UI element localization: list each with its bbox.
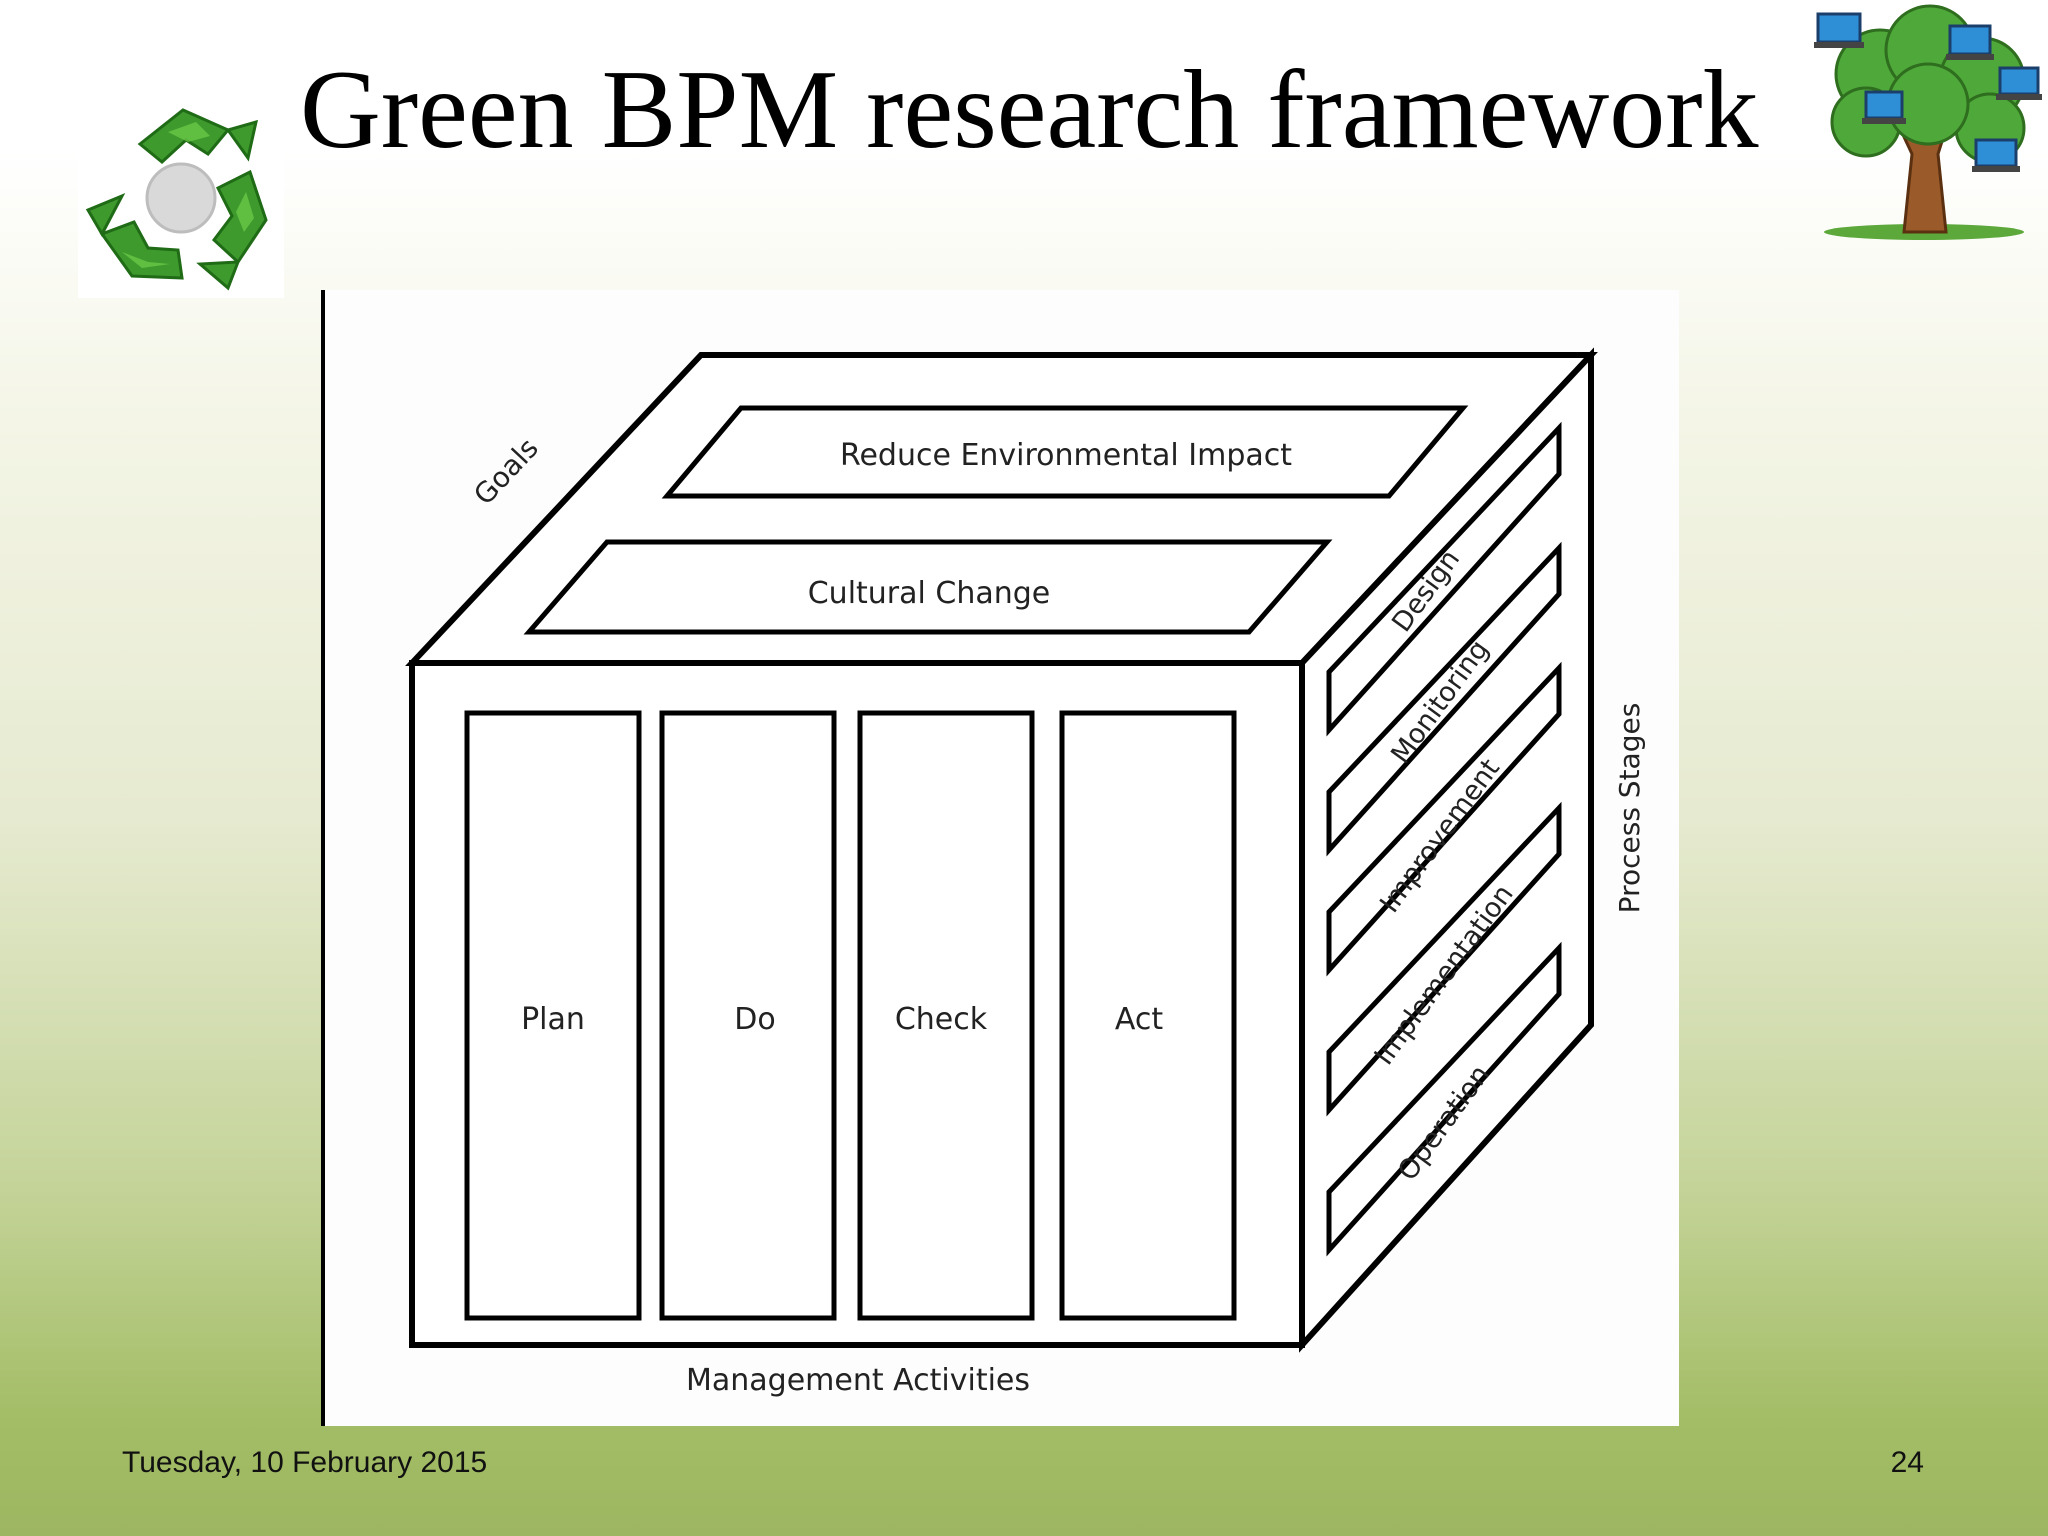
activity-column-act [1059,710,1237,1321]
framework-cube-diagram: Reduce Environmental Impact Cultural Cha… [321,290,1679,1426]
stage-bar-monitoring [1326,541,1562,857]
goal-label-reduce-environmental-impact: Reduce Environmental Impact [840,438,1292,473]
stage-bar-operation [1326,941,1562,1257]
recycle-icon [78,92,284,298]
activity-column-check [857,710,1035,1321]
stage-bar-design [1326,421,1562,737]
goal-bar-reduce-environmental-impact [661,405,1469,499]
process-stages-axis-label: Process Stages [1613,703,1646,914]
management-activities-axis-label: Management Activities [686,1363,1030,1398]
activity-label-check: Check [895,1002,988,1037]
activity-column-plan [464,710,642,1321]
slide-title: Green BPM research framework [300,48,1759,172]
footer-date: Tuesday, 10 February 2015 [122,1446,488,1479]
tree-with-laptops-icon [1814,4,2042,240]
goal-bar-cultural-change [523,539,1333,635]
activity-label-act: Act [1115,1002,1163,1037]
activity-label-do: Do [734,1002,775,1037]
activity-column-do [659,710,837,1321]
page-number: 24 [1890,1446,1924,1479]
activity-label-plan: Plan [521,1002,585,1037]
stage-bar-improvement [1326,661,1562,977]
stage-bar-implementation [1326,801,1562,1117]
goal-label-cultural-change: Cultural Change [808,576,1051,611]
